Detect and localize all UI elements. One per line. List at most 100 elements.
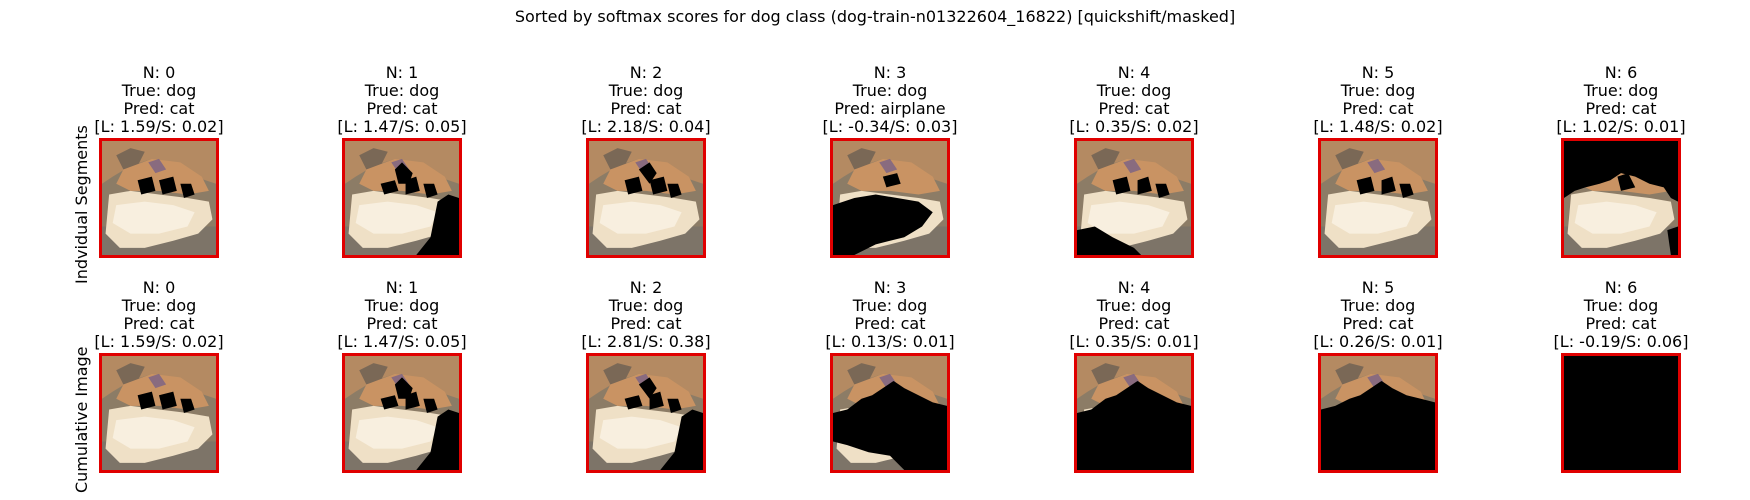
mask-region [416, 194, 459, 255]
masked-image [345, 141, 459, 255]
masked-image [1077, 356, 1191, 470]
mask-region [882, 173, 901, 188]
mask-region [1155, 183, 1170, 198]
mask-region [1077, 380, 1191, 470]
cell-title-predicted-label: Pred: cat [1342, 314, 1414, 333]
cell-title-index: N: 5 [1361, 63, 1395, 82]
cell-title-predicted-label: Pred: cat [1098, 99, 1170, 118]
masked-image [1564, 356, 1678, 470]
cell-title-predicted-label: Pred: cat [610, 99, 682, 118]
mask-region [667, 398, 682, 413]
cell-title-scores: [L: 2.81/S: 0.38] [581, 332, 711, 351]
cell-title-index: N: 4 [1117, 63, 1151, 82]
mask-region [649, 176, 668, 195]
masked-image [102, 356, 216, 470]
cell-title-predicted-label: Pred: cat [366, 99, 438, 118]
figure-title: Sorted by softmax scores for dog class (… [514, 7, 1236, 26]
mask-region [1564, 141, 1678, 202]
mask-region [180, 183, 195, 198]
masked-image-thumbnail [586, 353, 706, 473]
cell-title-predicted-label: Pred: cat [366, 314, 438, 333]
mask-region [394, 162, 413, 184]
cell-title-scores: [L: 0.35/S: 0.02] [1069, 117, 1199, 136]
mask-region [1112, 176, 1131, 195]
mask-region [638, 162, 657, 184]
cell-title-scores: [L: 1.48/S: 0.02] [1313, 117, 1443, 136]
masked-image-thumbnail [1318, 138, 1438, 258]
masked-image [833, 356, 947, 470]
mask-region [380, 395, 399, 410]
mask-region [137, 176, 156, 195]
cell-title-true-label: True: dog [1583, 81, 1659, 100]
cell-title-true-label: True: dog [121, 296, 197, 315]
cell-title-true-label: True: dog [1583, 296, 1659, 315]
cell-title-predicted-label: Pred: cat [610, 314, 682, 333]
mask-region [394, 377, 413, 399]
cell-title-index: N: 2 [629, 278, 663, 297]
masked-image-thumbnail [1074, 353, 1194, 473]
cell-title-index: N: 3 [873, 278, 907, 297]
cell-title-index: N: 3 [873, 63, 907, 82]
cell-title-scores: [L: 0.13/S: 0.01] [825, 332, 955, 351]
masked-image [345, 356, 459, 470]
mask-region [638, 377, 657, 399]
mask-region [180, 398, 195, 413]
mask-region [833, 194, 933, 255]
cell-title-scores: [L: 1.59/S: 0.02] [94, 117, 224, 136]
cell-title-predicted-label: Pred: cat [123, 99, 195, 118]
masked-image-thumbnail [99, 138, 219, 258]
cell-title-true-label: True: dog [852, 296, 928, 315]
cell-title-scores: [L: 2.18/S: 0.04] [581, 117, 711, 136]
cell-title-index: N: 6 [1604, 63, 1638, 82]
cell-title-scores: [L: 0.26/S: 0.01] [1313, 332, 1443, 351]
mask-region [137, 391, 156, 410]
cell-title-true-label: True: dog [852, 81, 928, 100]
masked-image [589, 356, 703, 470]
mask-region [1321, 380, 1435, 470]
mask-region [660, 409, 703, 470]
mask-region [405, 391, 420, 410]
mask-region [159, 391, 177, 410]
masked-image [1321, 356, 1435, 470]
cell-title-true-label: True: dog [364, 81, 440, 100]
cell-title-scores: [L: 1.02/S: 0.01] [1556, 117, 1686, 136]
mask-region [423, 183, 438, 198]
masked-image-thumbnail [342, 138, 462, 258]
masked-image-thumbnail [99, 353, 219, 473]
cell-title-predicted-label: Pred: airplane [834, 99, 946, 118]
mask-region [1399, 183, 1414, 198]
cell-title-true-label: True: dog [1096, 81, 1172, 100]
mask-region [1381, 176, 1396, 195]
masked-image-thumbnail [830, 138, 950, 258]
cell-title-true-label: True: dog [608, 296, 684, 315]
masked-image-thumbnail [1561, 353, 1681, 473]
mask-region [1564, 356, 1678, 470]
cell-title-index: N: 0 [142, 278, 176, 297]
cell-title-index: N: 5 [1361, 278, 1395, 297]
cell-title-scores: [L: 1.59/S: 0.02] [94, 332, 224, 351]
mask-region [380, 180, 399, 195]
cell-title-predicted-label: Pred: cat [1098, 314, 1170, 333]
masked-image-thumbnail [1561, 138, 1681, 258]
cell-title-index: N: 2 [629, 63, 663, 82]
cell-title-scores: [L: 1.47/S: 0.05] [337, 117, 467, 136]
masked-image-thumbnail [586, 138, 706, 258]
masked-image [589, 141, 703, 255]
cell-title-index: N: 1 [385, 63, 419, 82]
cell-title-scores: [L: 0.35/S: 0.01] [1069, 332, 1199, 351]
masked-image [833, 141, 947, 255]
cell-title-true-label: True: dog [1340, 81, 1416, 100]
